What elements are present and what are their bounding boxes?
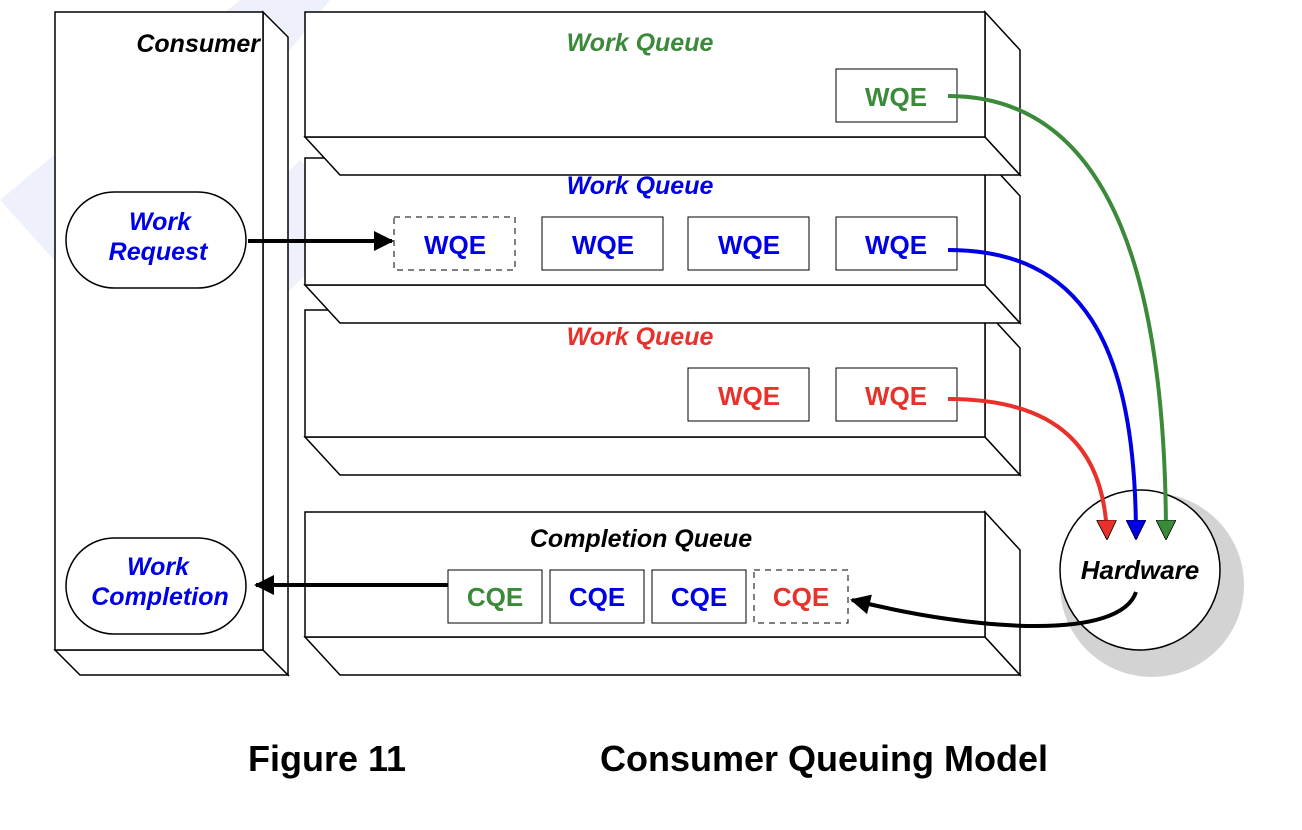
arrow-green-wqe-to-hardware [947, 94, 1166, 538]
wqe-red-label: WQE [865, 381, 927, 411]
wqe-blue-pending-label: WQE [424, 230, 486, 260]
work-queue-red-title: Work Queue [567, 323, 714, 351]
work-queue-red-slab [303, 308, 1022, 477]
wqe-green: WQE [835, 68, 958, 123]
wqe-red: WQE [687, 367, 810, 422]
work-queue-green-title: Work Queue [567, 29, 714, 57]
wqe-blue: WQE [687, 216, 810, 271]
wqe-blue-label: WQE [865, 230, 927, 260]
arrow-hardware-to-cqe [850, 591, 1138, 628]
cqe-blue: CQE [651, 569, 747, 624]
work-request-line2: Request [109, 238, 209, 266]
cqe-red-pending: CQE [753, 569, 849, 624]
wqe-blue-label: WQE [718, 230, 780, 260]
work-queue-blue-title: Work Queue [567, 172, 714, 200]
wqe-red: WQE [835, 367, 958, 422]
cqe-blue-label: CQE [671, 582, 727, 612]
cqe-green: CQE [447, 569, 543, 624]
arrow-red-wqe-to-hardware [947, 397, 1107, 538]
figure-title: Consumer Queuing Model [600, 738, 1049, 779]
figure-number: Figure 11 [248, 738, 407, 779]
wqe-blue-label: WQE [572, 230, 634, 260]
completion-queue-slab [303, 510, 1022, 677]
work-request-node: Work Request [65, 191, 247, 289]
hardware-node: Hardware [1059, 489, 1244, 677]
cqe-blue: CQE [549, 569, 645, 624]
cqe-green-label: CQE [467, 582, 523, 612]
arrow-blue-wqe-to-hardware [947, 248, 1136, 538]
hardware-label: Hardware [1081, 555, 1200, 585]
work-completion-line2: Completion [91, 583, 229, 611]
consumer-title: Consumer [136, 30, 261, 58]
work-completion-line1: Work [127, 553, 190, 581]
work-completion-node: Work Completion [65, 537, 247, 635]
cqe-red-pending-label: CQE [773, 582, 829, 612]
wqe-blue-pending: WQE [393, 216, 516, 271]
wqe-green-label: WQE [865, 82, 927, 112]
completion-queue-title: Completion Queue [530, 525, 752, 553]
wqe-blue: WQE [541, 216, 664, 271]
wqe-red-label: WQE [718, 381, 780, 411]
queuing-diagram: Consumer Work Request Work Completion Wo… [0, 0, 1244, 677]
cqe-blue-label: CQE [569, 582, 625, 612]
wqe-blue: WQE [835, 216, 958, 271]
work-request-line1: Work [129, 208, 192, 236]
